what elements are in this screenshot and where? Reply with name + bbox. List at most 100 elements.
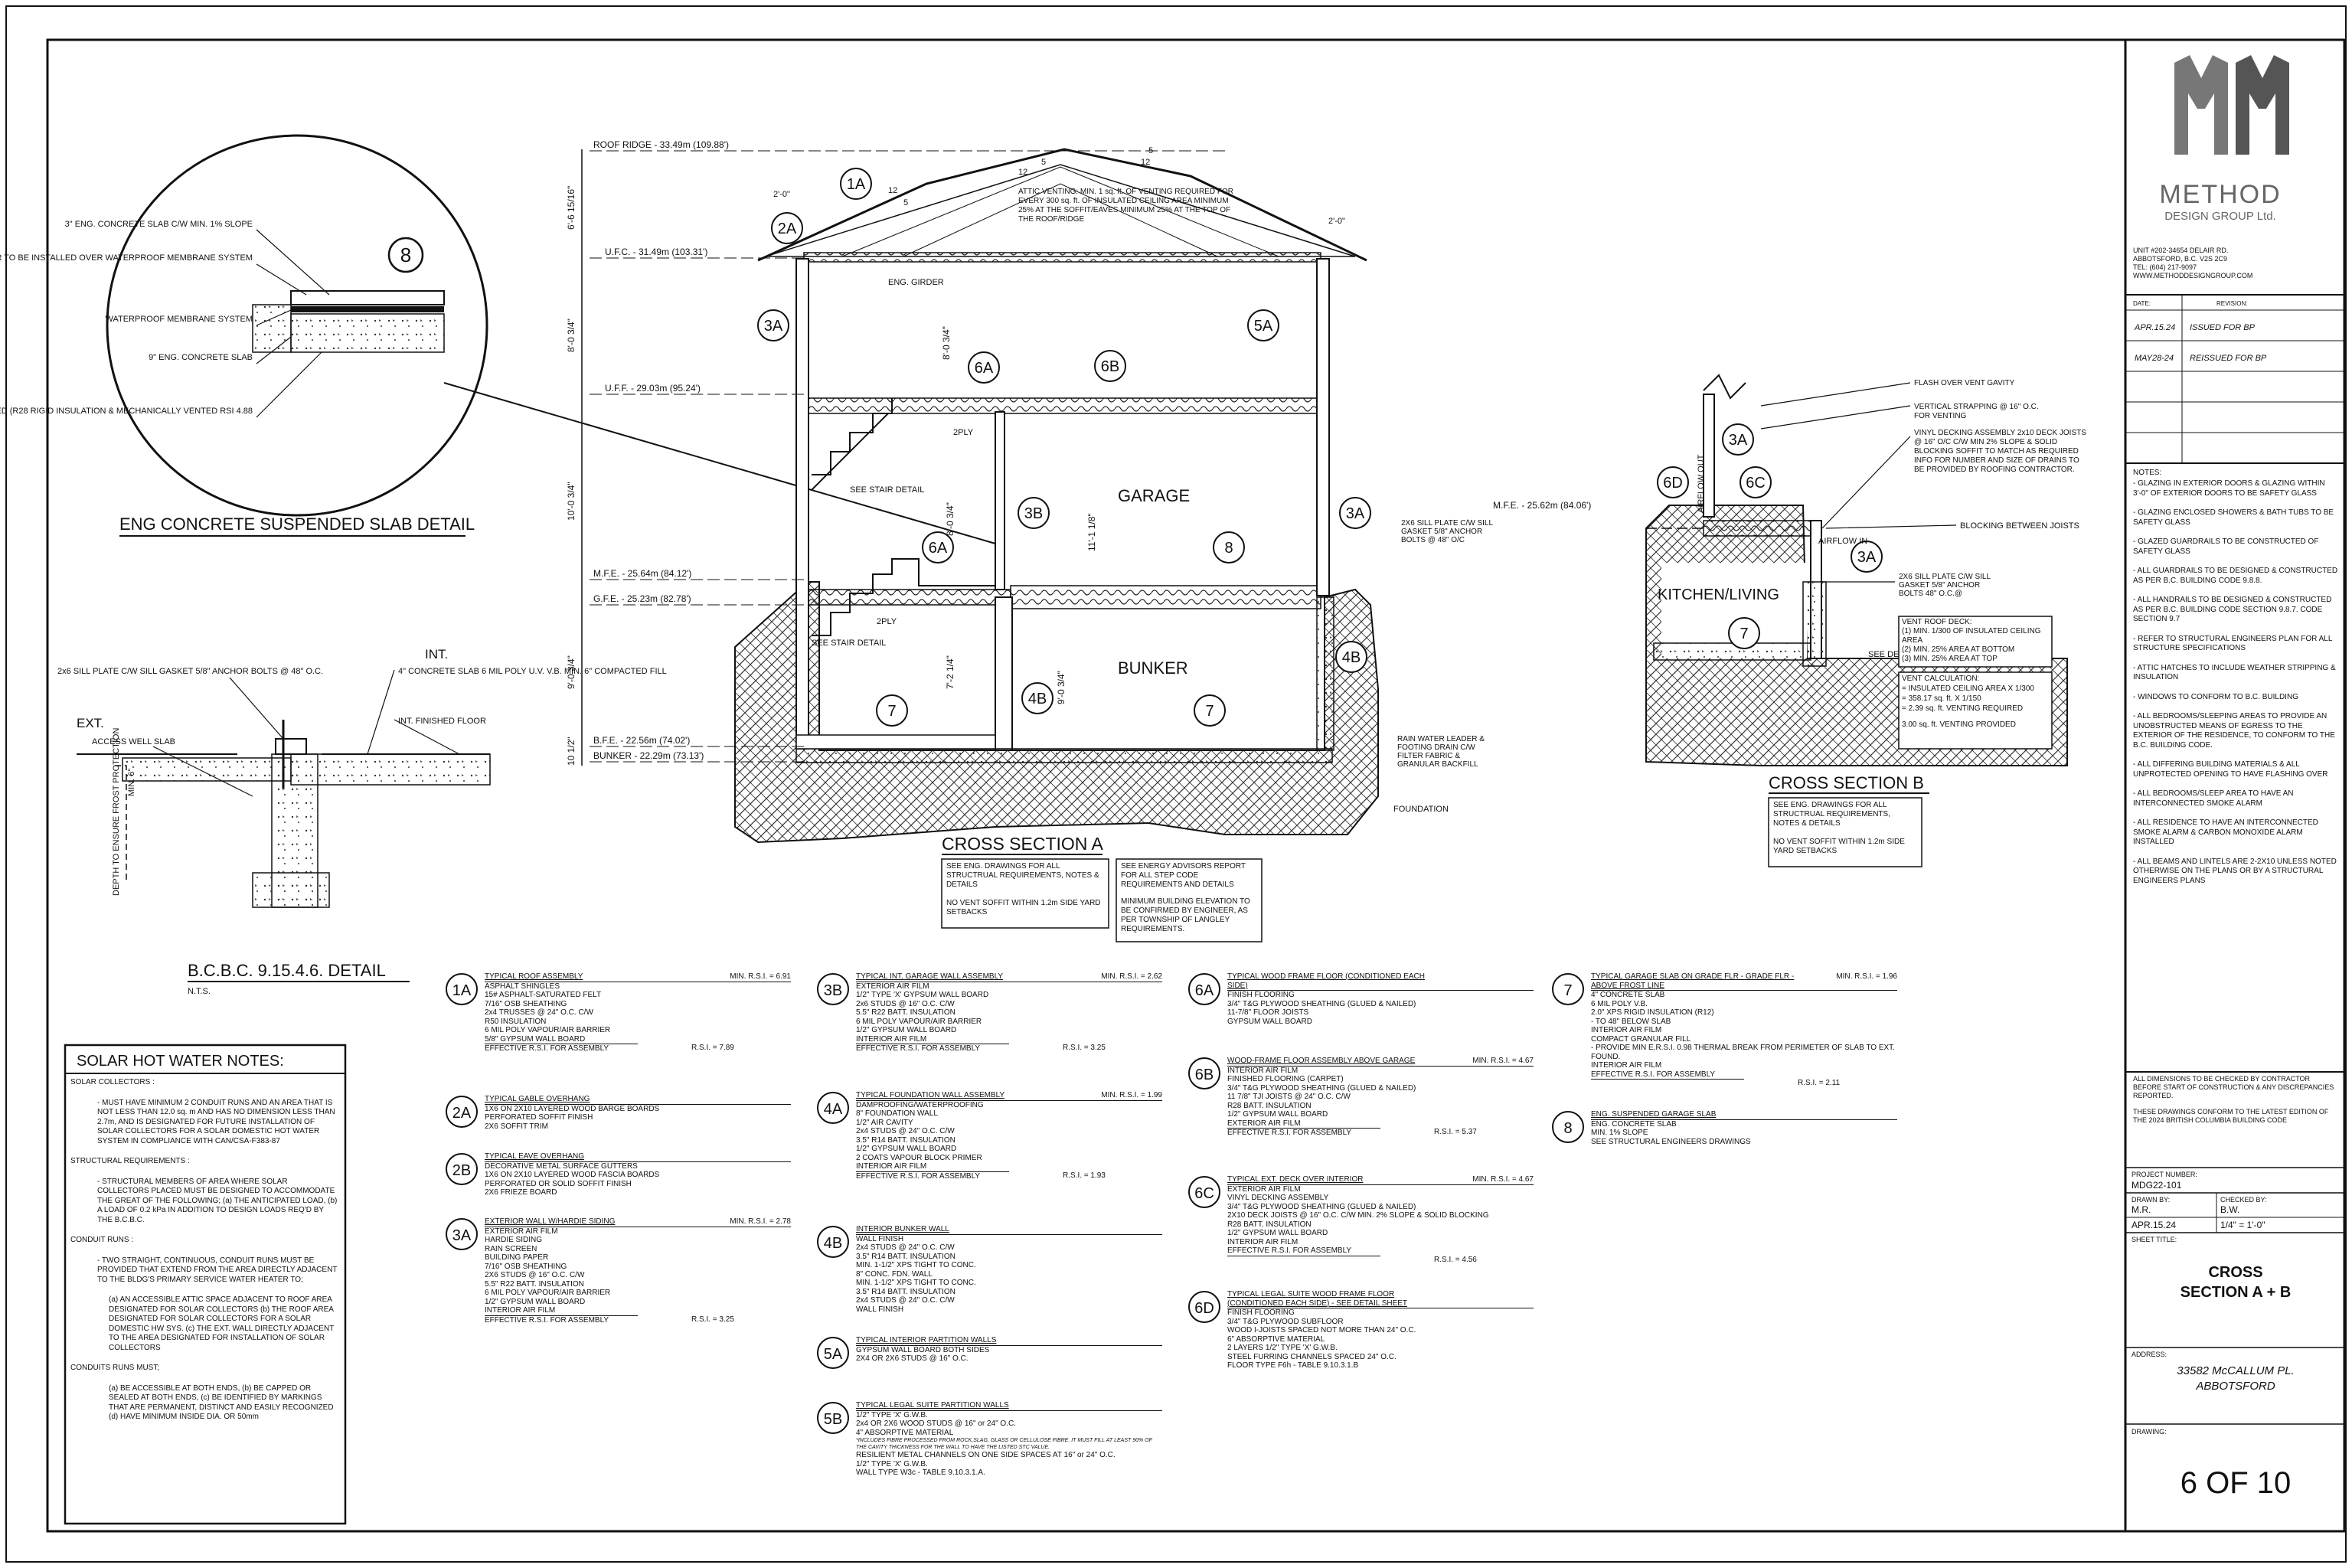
revision-text: REISSUED FOR BP	[2190, 354, 2267, 363]
solar-line-5: CONDUIT RUNS :	[70, 1236, 134, 1244]
assembly-line: R50 INSULATION	[485, 1017, 547, 1026]
callout-8: 8	[1224, 540, 1233, 557]
assembly-line: 5.5" R22 BATT. INSULATION	[856, 1008, 956, 1017]
assembly-line: INTERIOR AIR FILM	[1227, 1066, 1298, 1075]
pitch-1-rise: 5	[903, 198, 908, 207]
assembly-min-rsi: MIN. R.S.I. = 1.99	[1101, 1091, 1162, 1099]
bcbc-title: B.C.B.C. 9.15.4.6. DETAIL	[188, 961, 386, 980]
assembly-line: EXTERIOR AIR FILM	[1227, 1184, 1301, 1194]
assembly-tag: 5B	[824, 1411, 842, 1428]
cross-section-b: M.F.E. - 25.62m (84.06') KITCHEN/LIVING …	[1493, 374, 2086, 867]
pitch-3-run: 12	[1141, 158, 1150, 167]
section-a-left-wall	[795, 258, 809, 750]
assembly-line: 5.5" R22 BATT. INSULATION	[485, 1279, 584, 1289]
vent-calc-2: = INSULATED CEILING AREA X 1/300	[1902, 684, 2034, 693]
bcbc-label-1: 2x6 SILL PLATE C/W SILL GASKET 5/8" ANCH…	[57, 667, 323, 676]
titleblock-note: - ATTIC HATCHES TO INCLUDE WEATHER STRIP…	[2133, 663, 2336, 682]
section-a-upper-floor	[803, 397, 1321, 414]
assembly-line: RAIN SCREEN	[485, 1244, 537, 1253]
vent-roof-3: (2) MIN. 25% AREA AT BOTTOM	[1902, 645, 2015, 654]
assembly-line: 11 7/8" TJI JOISTS @ 24" O.C. C/W	[1227, 1093, 1351, 1101]
room-bunker: BUNKER	[1118, 658, 1188, 678]
dim-8: 8'-0 3/4"	[945, 502, 956, 536]
assembly-min-rsi: MIN. R.S.I. = 6.91	[730, 972, 791, 981]
vent-roof-1: VENT ROOF DECK:	[1902, 618, 1972, 626]
assembly-line: MIN. 1-1/2" XPS TIGHT TO CONC.	[856, 1279, 976, 1287]
label-stair-1: SEE STAIR DETAIL	[850, 485, 924, 495]
solar-line-9: (a) BE ACCESSIBLE AT BOTH ENDS, (b) BE C…	[109, 1383, 334, 1422]
solar-line-2: - MUST HAVE MINIMUM 2 CONDUIT RUNS AND A…	[97, 1098, 335, 1145]
section-a-ground	[734, 581, 1379, 844]
tb-checked-label: CHECKED BY:	[2220, 1196, 2267, 1204]
label-eng-girder: ENG. GIRDER	[888, 278, 944, 287]
assembly-line: MIN. 1-1/2" XPS TIGHT TO CONC.	[856, 1261, 976, 1269]
assembly-line: 1/2" GYPSUM WALL BOARD	[1227, 1110, 1328, 1119]
label-blocking: BLOCKING BETWEEN JOISTS	[1960, 521, 2079, 531]
assembly-line: 1X6 ON 2X10 LAYERED WOOD BARGE BOARDS	[485, 1104, 660, 1113]
dim-9: 7'-2 1/4"	[945, 655, 956, 689]
assembly-line: 2x4 STUDS @ 24" O.C. C/W	[856, 1296, 955, 1305]
solar-notes: SOLAR HOT WATER NOTES: SOLAR COLLECTORS …	[64, 1044, 347, 1525]
assembly-title: TYPICAL INT. GARAGE WALL ASSEMBLY	[856, 972, 1004, 981]
assembly-title: INTERIOR BUNKER WALL	[856, 1225, 949, 1233]
tb-date: APR.15.24	[2132, 1220, 2176, 1230]
tb-date-hdr: DATE:	[2133, 300, 2151, 307]
vent-roof-box	[1898, 616, 2053, 668]
section-b-note: SEE ENG. DRAWINGS FOR ALL STRUCTRUAL REQ…	[1773, 801, 1905, 855]
solar-line-3: STRUCTURAL REQUIREMENTS :	[70, 1157, 190, 1165]
assembly-line: 1/2" AIR CAVITY	[856, 1118, 913, 1127]
revision-text: ISSUED FOR BP	[2190, 323, 2256, 332]
level-roof-ridge: ROOF RIDGE - 33.49m (109.88')	[593, 139, 729, 150]
assembly-effective: EFFECTIVE R.S.I. FOR ASSEMBLY	[1227, 1128, 1380, 1138]
assembly-line: 2 LAYERS 1/2" TYPE 'X' G.W.B.	[1227, 1344, 1338, 1352]
section-a-note-2: SEE ENERGY ADVISORS REPORT FOR ALL STEP …	[1121, 862, 1250, 933]
assembly-line: 6 MIL POLY V.B.	[1591, 999, 1648, 1008]
assembly-tag: 5A	[824, 1346, 843, 1363]
assembly-rsi: R.S.I. = 3.25	[1063, 1044, 1106, 1052]
assembly-line: 5/8" GYPSUM WALL BOARD	[485, 1034, 586, 1044]
assembly-tag: 8	[1563, 1120, 1572, 1137]
titleblock-note: - ALL HANDRAILS TO BE DESIGNED & CONSTRU…	[2133, 596, 2332, 623]
label-2ply-1: 2PLY	[953, 428, 974, 437]
assembly-line: 4" CONCRETE SLAB	[1591, 991, 1665, 999]
assembly-line: 7/16" OSB SHEATHING	[485, 999, 567, 1008]
tb-address-1-val: 33582 McCALLUM PL.	[2177, 1364, 2294, 1377]
assembly-line: MIN. 1% SLOPE	[1591, 1129, 1648, 1137]
vent-roof-2: (1) MIN. 1/300 OF INSULATED CEILING AREA	[1902, 627, 2041, 645]
callout-b-6c: 6C	[1746, 475, 1766, 492]
callout-3b: 3B	[1024, 505, 1043, 522]
slab-label-5: INSULATED (R28 RIGID INSULATION & MECHAN…	[0, 407, 253, 416]
assembly-line: 2x4 STUDS @ 24" O.C. C/W	[856, 1127, 955, 1135]
callout-4b-right: 4B	[1342, 649, 1361, 666]
vent-calc-box	[1898, 671, 2053, 750]
slab-concrete-fill	[290, 313, 445, 353]
label-sill-plate-a: 2X6 SILL PLATE C/W SILL GASKET 5/8" ANCH…	[1401, 519, 1493, 544]
slab-detail-tag	[387, 237, 424, 273]
tb-sheet-title-2: SECTION A + B	[2180, 1284, 2292, 1301]
assembly-tag-circle	[446, 973, 478, 1005]
assembly-tag-circle	[817, 1226, 849, 1258]
vent-calc-1: VENT CALCULATION:	[1902, 675, 1980, 683]
assembly-line: EXTERIOR AIR FILM	[485, 1227, 558, 1236]
room-kitchen-living: KITCHEN/LIVING	[1658, 586, 1779, 603]
assembly-line: 6 MIL POLY VAPOUR/AIR BARRIER	[485, 1289, 611, 1297]
callout-b-3a-bottom: 3A	[1857, 549, 1877, 566]
assembly-line: 1/2" TYPE 'X' GYPSUM WALL BOARD	[856, 991, 989, 999]
assembly-line: EXTERIOR AIR FILM	[1227, 1119, 1301, 1128]
assembly-line: 1/2" GYPSUM WALL BOARD	[856, 1026, 957, 1034]
assembly-line: FINISHED FLOORING (CARPET)	[1227, 1075, 1344, 1083]
tb-sheet-title-label: SHEET TITLE:	[2132, 1236, 2177, 1243]
label-vinyl-decking: VINYL DECKING ASSEMBLY 2x10 DECK JOISTS …	[1914, 429, 2086, 474]
assembly-line: EFFECTIVE R.S.I. FOR ASSEMBLY	[1591, 1070, 1716, 1079]
assembly-effective: EFFECTIVE R.S.I. FOR ASSEMBLY	[856, 1171, 1009, 1181]
tb-address-2-val: ABBOTSFORD	[2195, 1380, 2275, 1393]
assembly-line: SEE STRUCTURAL ENGINEERS DRAWINGS	[1591, 1137, 1751, 1146]
assembly-min-rsi: MIN. R.S.I. = 1.96	[1836, 972, 1897, 981]
assembly-tag-circle	[446, 1218, 478, 1250]
assembly-line: *INCLUDES FIBRE PROCESSED FROM ROCK,SLAG…	[856, 1438, 1152, 1450]
